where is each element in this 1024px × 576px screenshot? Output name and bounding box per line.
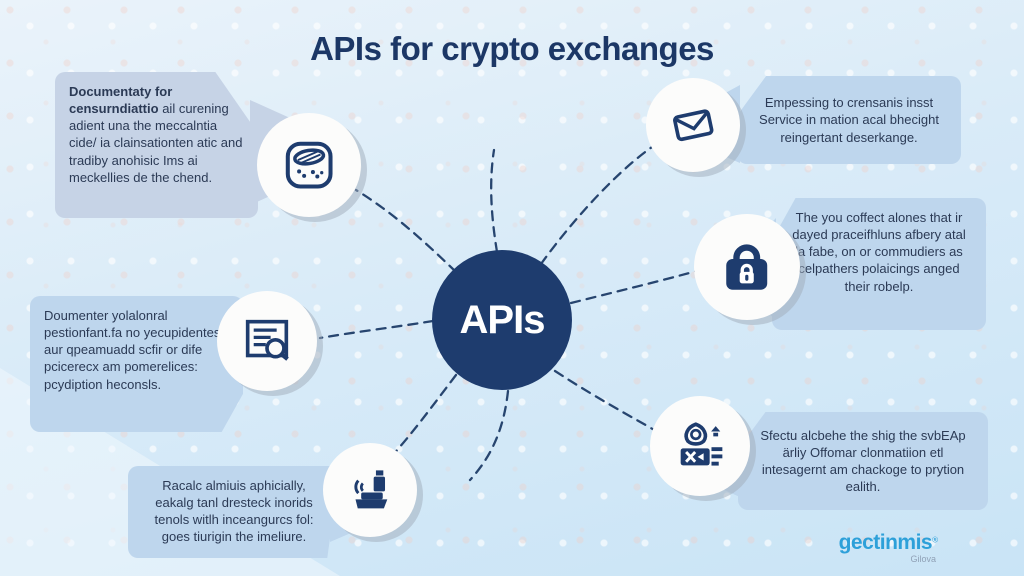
icon-circle-bottom-right xyxy=(650,396,750,496)
registered-mark: ® xyxy=(932,535,938,545)
center-label: APIs xyxy=(459,297,546,342)
brand-logo: gectinmis® Gilova xyxy=(839,532,938,564)
icon-circle-top-left xyxy=(257,113,361,217)
brand-name: gectinmis xyxy=(838,531,933,554)
callout-text: The you coffect alones that ir dayed pra… xyxy=(792,210,966,294)
envelope-icon xyxy=(672,109,714,141)
id-card-icon xyxy=(680,422,723,466)
callout-text: ail curening adient una the meccalntia c… xyxy=(69,101,243,185)
callout-text: Doumenter yolalonral pestionfant.fa no y… xyxy=(44,308,221,392)
icon-circle-right-middle xyxy=(694,214,800,320)
callout-top-right: Empessing to crensanis insst Service in … xyxy=(737,76,961,164)
callout-right-middle: The you coffect alones that ir dayed pra… xyxy=(772,198,986,330)
lock-icon xyxy=(726,244,768,291)
terminal-icon xyxy=(354,470,388,509)
callout-bottom-right: Sfectu alcbehe the shig the svbEAp ärliy… xyxy=(738,412,988,510)
callout-bottom-left: Racalc almiuis aphicially, eakalg tanl d… xyxy=(128,466,340,558)
callout-text: Empessing to crensanis insst Service in … xyxy=(759,95,939,145)
callout-text: Sfectu alcbehe the shig the svbEAp ärliy… xyxy=(760,427,966,495)
page-title: APIs for crypto exchanges xyxy=(310,30,714,67)
callout-lead: Documentaty for censurndiattio xyxy=(69,84,173,117)
callout-top-left: Documentaty for censurndiattio ail curen… xyxy=(55,72,258,218)
icon-circle-bottom-left xyxy=(323,443,417,537)
coin-icon xyxy=(285,141,333,189)
report-icon xyxy=(245,319,289,361)
callout-text: Racalc almiuis aphicially, eakalg tanl d… xyxy=(154,478,314,545)
callout-left-middle: Doumenter yolalonral pestionfant.fa no y… xyxy=(30,296,243,432)
icon-circle-left-middle xyxy=(217,291,317,391)
center-node: APIs xyxy=(432,250,572,390)
brand-subtext: Gilova xyxy=(910,554,936,564)
icon-circle-top-right xyxy=(646,78,740,172)
